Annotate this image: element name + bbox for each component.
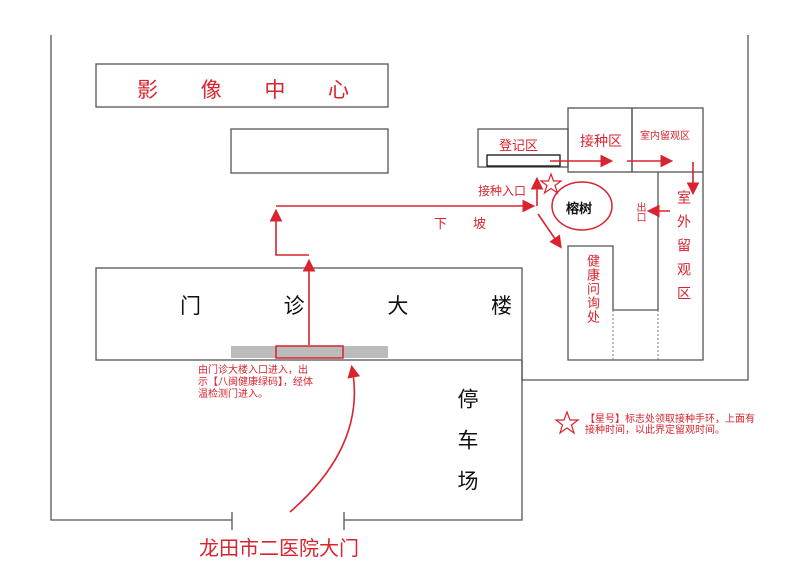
parking-label: 停车场 [455,388,479,511]
vaccination-entrance-label: 接种入口 [478,184,527,198]
star-legend-note: 【星号】标志处领取接种手环，上面有接种时间，以此界定留观时间。 [585,414,755,436]
site-boundary-bottom-right [344,360,523,521]
exit-label: 出口 [634,202,645,222]
observation-wing [567,172,704,361]
entry-note: 由门诊大楼入口进入，出示【八闽健康绿码】，经体温检测门进入。 [198,365,313,400]
vaccination-label: 接种区 [580,134,622,150]
annex-box [230,128,389,174]
entrance-gate-bar [231,346,388,358]
temperature-check-door [275,345,344,359]
banyan-tree-circle [551,181,613,231]
outpatient-building-label: 门 诊 大 楼 [180,294,551,318]
site-boundary-left [50,35,232,521]
route-arrow-inquiry [537,213,562,249]
registration-label: 登记区 [499,139,539,154]
registration-desk [486,154,561,167]
health-inquiry-label: 健康问询处 [584,254,599,324]
indoor-observation-label: 室内留观区 [640,131,690,142]
imaging-center-box [95,63,389,108]
outdoor-observation-label: 室外留观区 [675,190,691,310]
downhill-label: 下 坡 [434,217,487,232]
banyan-tree-label: 榕树 [566,202,593,217]
legend-star-icon [554,410,580,435]
site-boundary-right [521,35,749,381]
imaging-center-label: 影 像 中 心 [137,78,368,102]
indoor-observation-box [631,107,704,173]
star-icon [539,172,563,195]
route-arrow-curve [289,364,361,513]
main-gate-label: 龙田市二医院大门 [199,536,359,560]
